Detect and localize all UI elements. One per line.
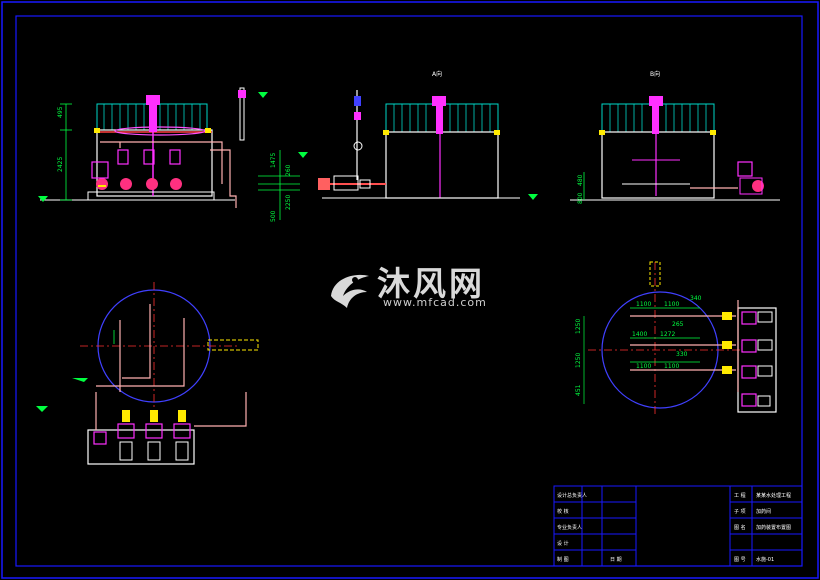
dim-plan-i: 330 bbox=[676, 351, 688, 358]
plan-view-right: 1100 1100 1400 1272 1100 1100 340 265 33… bbox=[575, 261, 777, 416]
watermark: 沐风网 www.mfcad.com bbox=[325, 266, 500, 312]
dim-plan-c: 1400 bbox=[632, 331, 647, 338]
dim-plan-h: 265 bbox=[672, 321, 684, 328]
tb-r5c3: 日 期 bbox=[610, 557, 622, 563]
watermark-url: www.mfcad.com bbox=[383, 296, 487, 309]
watermark-brand: 沐风网 bbox=[377, 264, 485, 303]
brand-logo-icon bbox=[331, 274, 369, 308]
dim-left-a: 495 bbox=[57, 106, 64, 118]
dim-plan-f: 1100 bbox=[664, 363, 679, 370]
view-b-title: B向 bbox=[650, 70, 660, 78]
tb-r5c1: 制 图 bbox=[557, 556, 569, 563]
dim-plan-b: 1100 bbox=[664, 301, 679, 308]
inner-border bbox=[15, 15, 803, 567]
tb-r2c5: 子 项 bbox=[734, 508, 746, 515]
tb-r1c1: 设计总负责人 bbox=[557, 492, 587, 499]
plan-view-left bbox=[36, 282, 259, 465]
dim-plan-a: 1100 bbox=[636, 301, 651, 308]
title-block-text: 设计总负责人 校 核 专业负责人 设 计 制 图 日 期 工 程 某某水处理工程… bbox=[557, 492, 791, 563]
elevation-view-front: 495 2425 bbox=[38, 87, 268, 208]
dim-plan-v1: 1250 bbox=[575, 319, 582, 334]
dim-mid-a: 1475 bbox=[270, 153, 277, 168]
tb-r5c6: 水施-01 bbox=[756, 556, 774, 563]
dim-mid-c: 500 bbox=[270, 210, 277, 222]
tb-r4c1: 设 计 bbox=[557, 540, 569, 547]
view-a-title: A向 bbox=[432, 70, 442, 78]
title-block bbox=[553, 485, 803, 567]
dim-plan-e: 1100 bbox=[636, 363, 651, 370]
tb-r2c6: 加药间 bbox=[756, 508, 771, 515]
dim-plan-d: 1272 bbox=[660, 331, 675, 338]
dim-left-b: 2425 bbox=[57, 157, 64, 172]
dim-plan-v2: 1250 bbox=[575, 353, 582, 368]
tb-r1c5: 工 程 bbox=[734, 492, 746, 499]
tb-r5c5: 图 号 bbox=[734, 557, 746, 563]
tb-r3c6: 加药装置布置图 bbox=[756, 524, 791, 531]
dim-plan-v3: 451 bbox=[575, 384, 582, 396]
tb-r2c1: 校 核 bbox=[557, 508, 569, 515]
elevation-view-b: B向 480 800 bbox=[570, 70, 780, 204]
dim-right-b: 800 bbox=[577, 192, 584, 204]
tb-r1c6: 某某水处理工程 bbox=[756, 492, 791, 499]
tb-r3c5: 图 名 bbox=[734, 524, 746, 531]
dim-mid-d: 2250 bbox=[285, 195, 292, 210]
elevation-view-a: A向 1475 260 500 2250 bbox=[258, 70, 538, 222]
dim-right-a: 480 bbox=[577, 174, 584, 186]
tb-r3c1: 专业负责人 bbox=[557, 524, 582, 531]
dim-plan-g: 340 bbox=[690, 295, 702, 302]
dim-mid-b: 260 bbox=[285, 164, 292, 176]
